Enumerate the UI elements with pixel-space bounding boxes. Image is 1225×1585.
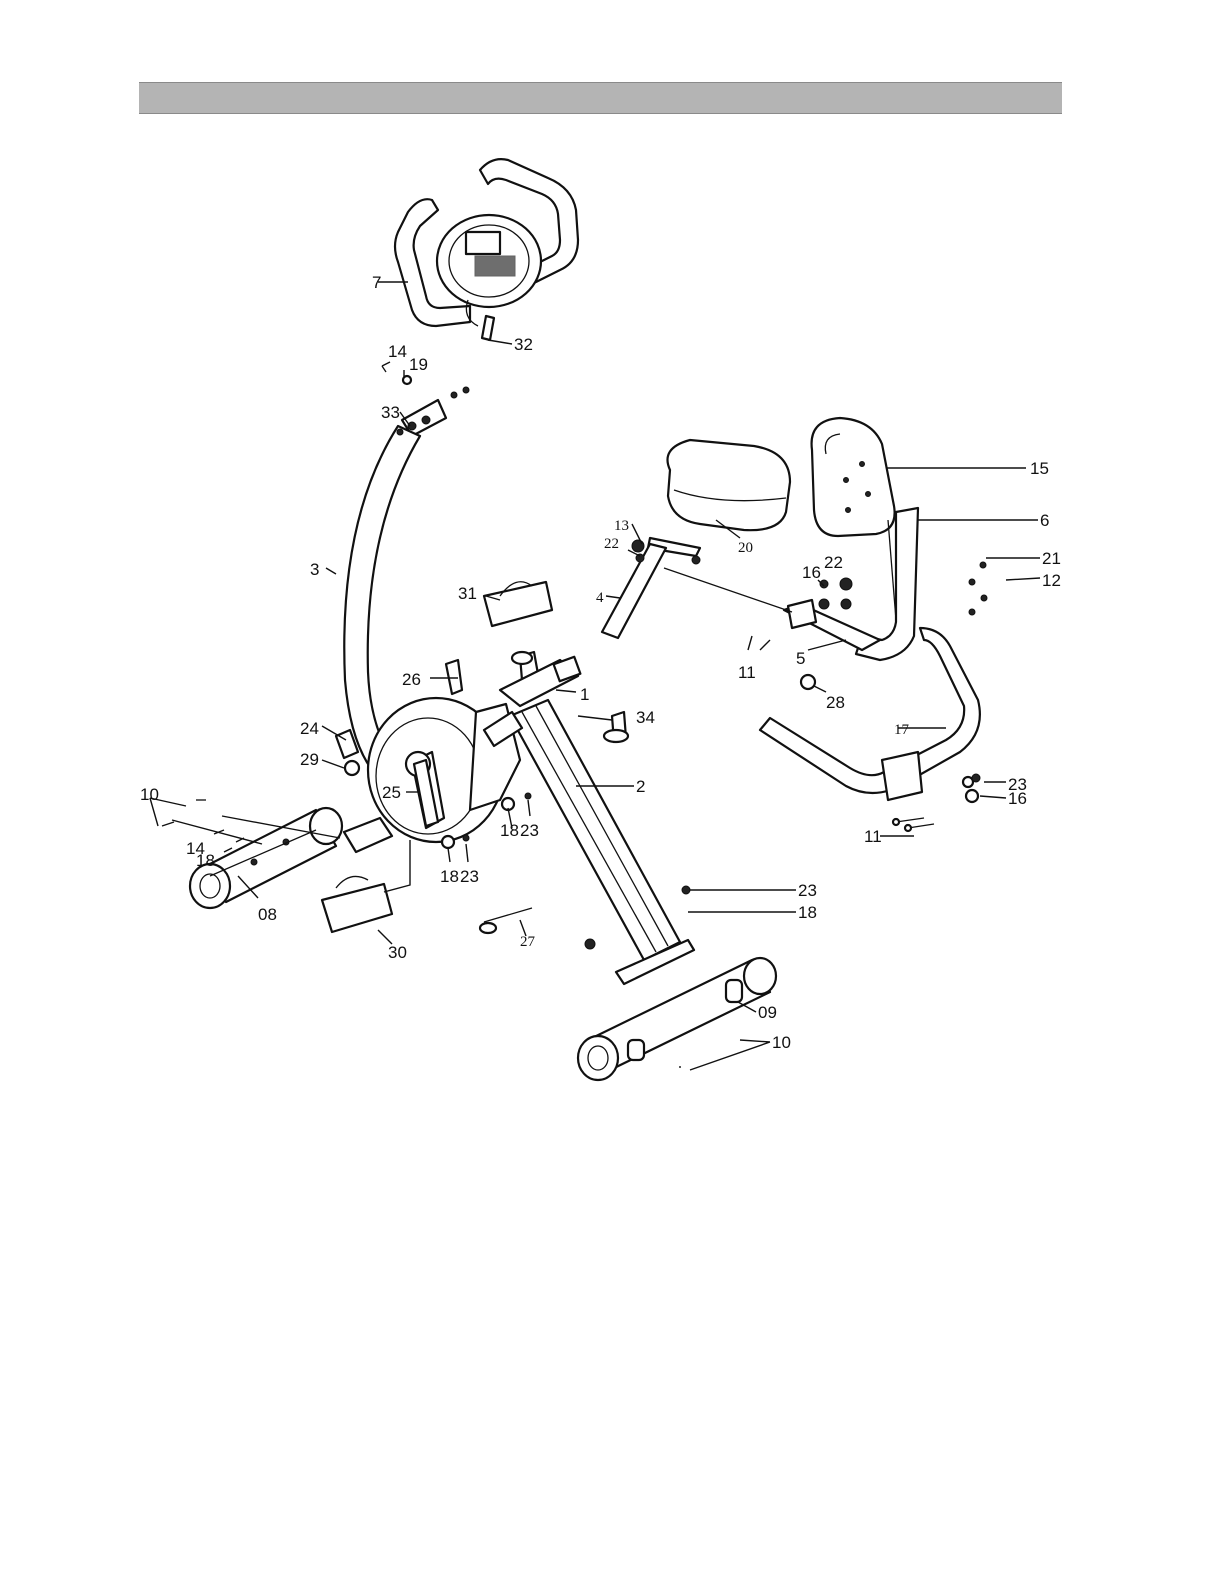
label-18c: 18 (440, 867, 459, 886)
label-17: 17 (894, 722, 910, 738)
label-18a: 18 (196, 851, 215, 870)
label-23a: 23 (520, 821, 539, 840)
label-19: 19 (409, 355, 428, 374)
label-34: 34 (636, 708, 655, 727)
label-23b: 23 (460, 867, 479, 886)
label-30: 30 (388, 943, 407, 962)
label-16a: 16 (802, 563, 821, 582)
label-3: 3 (310, 560, 319, 579)
label-1: 1 (580, 685, 589, 704)
leader-lines (150, 282, 1040, 1070)
label-10a: 10 (140, 785, 159, 804)
label-18b: 18 (500, 821, 519, 840)
label-14a: 14 (388, 342, 407, 361)
label-5: 5 (796, 649, 805, 668)
label-7: 7 (372, 273, 381, 292)
label-16b: 16 (1008, 789, 1027, 808)
label-18d: 18 (798, 903, 817, 922)
label-4: 4 (596, 590, 604, 606)
label-22b: 22 (824, 553, 843, 572)
label-12: 12 (1042, 571, 1061, 590)
label-15: 15 (1030, 459, 1049, 478)
label-26: 26 (402, 670, 421, 689)
label-10b: 10 (772, 1033, 791, 1052)
label-21: 21 (1042, 549, 1061, 568)
label-32: 32 (514, 335, 533, 354)
handlebar-console-assembly (395, 159, 578, 340)
label-29: 29 (300, 750, 319, 769)
label-09: 09 (758, 1003, 777, 1022)
label-31: 31 (458, 584, 477, 603)
bolts-11 (893, 818, 934, 831)
rear-stabilizer (578, 958, 776, 1080)
label-27: 27 (520, 934, 536, 950)
label-13: 13 (614, 518, 629, 534)
label-20: 20 (738, 540, 753, 556)
seat-assembly (602, 440, 790, 638)
label-22a: 22 (604, 536, 619, 552)
label-08: 08 (258, 905, 277, 924)
label-2: 2 (636, 777, 645, 796)
label-6: 6 (1040, 511, 1049, 530)
label-11a: 11 (738, 663, 756, 682)
label-33: 33 (381, 403, 400, 422)
label-28: 28 (826, 693, 845, 712)
label-23c: 23 (798, 881, 817, 900)
part-labels: 7 32 14 19 33 3 31 26 1 34 24 29 25 2 10… (140, 273, 1061, 1052)
label-24: 24 (300, 719, 319, 738)
label-11b: 11 (864, 827, 882, 846)
label-25: 25 (382, 783, 401, 802)
